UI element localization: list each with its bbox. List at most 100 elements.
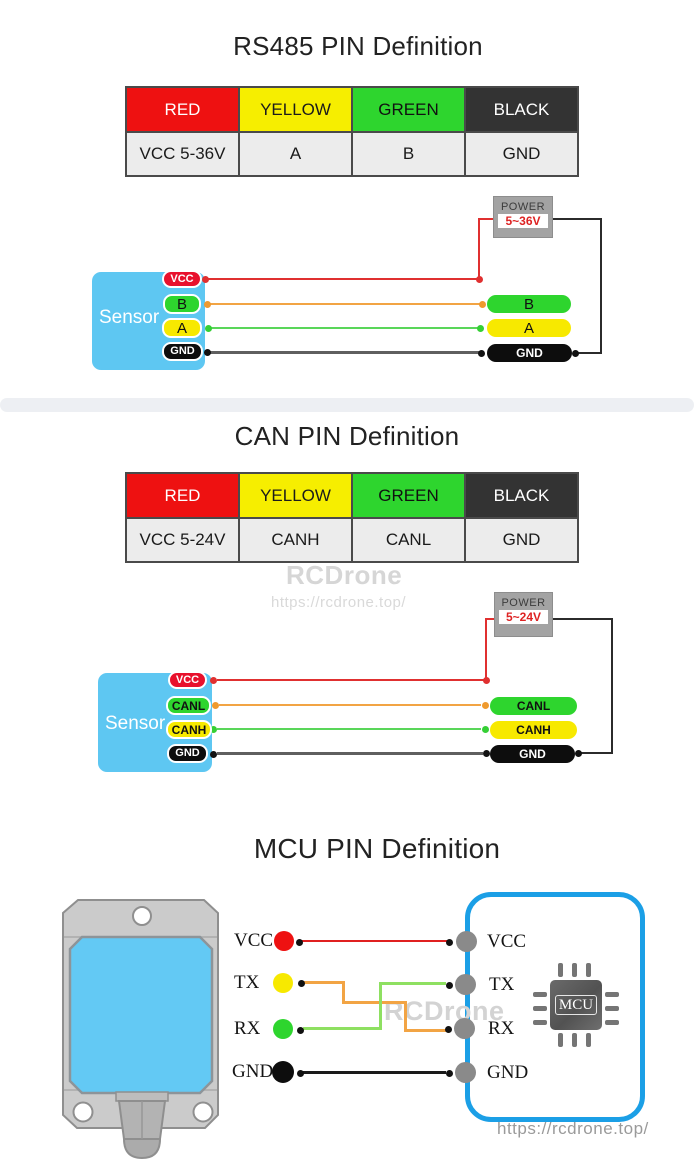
power-voltage: 5~24V (499, 610, 548, 624)
gnd-terminal (272, 1061, 294, 1083)
dot (297, 979, 305, 987)
wire-canh (217, 728, 481, 730)
wire-power-return (581, 752, 611, 754)
dot (295, 938, 303, 946)
wire-power-return (553, 218, 602, 220)
dot (445, 981, 453, 989)
dot (201, 275, 209, 283)
pin-b: B (163, 294, 201, 314)
rs485-header-red: RED (125, 86, 240, 133)
wire-power-return (600, 218, 602, 354)
can-header-green: GREEN (351, 472, 466, 519)
chip-pin (605, 1006, 619, 1011)
can-value-vcc: VCC 5-24V (125, 517, 240, 563)
dot (574, 749, 582, 757)
wire-vcc (207, 278, 480, 280)
wire-vcc (217, 679, 487, 681)
dot (481, 701, 489, 709)
mcu-sensor-pin-rx: RX (234, 1018, 261, 1039)
mcu-board-pin-rx: RX (488, 1018, 515, 1039)
section-divider (0, 398, 694, 412)
mcu-chip: MCU (550, 980, 602, 1030)
mount-hole (72, 1101, 94, 1123)
connector-canh: CANH (490, 721, 577, 739)
can-value-gnd: GND (464, 517, 579, 563)
wire-canl (219, 704, 481, 706)
connector-canl: CANL (490, 697, 577, 715)
can-title: CAN PIN Definition (234, 421, 460, 451)
can-value-canh: CANH (238, 517, 353, 563)
can-pin-table: RED YELLOW GREEN BLACK VCC 5-24V CANH CA… (125, 472, 579, 563)
rs485-title: RS485 PIN Definition (233, 31, 483, 61)
dot (482, 676, 490, 684)
mount-hole (132, 906, 152, 926)
mount-hole (192, 1101, 214, 1123)
dot (209, 750, 217, 758)
power-box-can: POWER 5~24V (494, 592, 553, 637)
wire-rx-to-tx (379, 982, 382, 1030)
wire-vcc (485, 618, 487, 680)
dot (478, 300, 486, 308)
rs485-value-gnd: GND (464, 131, 579, 177)
dot (211, 701, 219, 709)
mcu-sensor-pin-tx: TX (234, 972, 260, 993)
chip-pin (558, 963, 563, 977)
dot (209, 676, 217, 684)
mcu-title: MCU PIN Definition (253, 833, 501, 864)
connector-b: B (487, 295, 571, 313)
pin-gnd: GND (162, 342, 203, 361)
mcu-sensor-pin-vcc: VCC (234, 930, 274, 951)
rs485-header-green: GREEN (351, 86, 466, 133)
wire-tx-to-rx (342, 981, 345, 1004)
dot (296, 1026, 304, 1034)
rs485-value-b: B (351, 131, 466, 177)
connector-gnd: GND (487, 344, 572, 362)
pin-canl: CANL (166, 696, 211, 715)
chip-pin (586, 1033, 591, 1047)
rs485-header-black: BLACK (464, 86, 579, 133)
dot (476, 324, 484, 332)
tx-terminal (273, 973, 293, 993)
dot (204, 324, 212, 332)
wire-a (210, 327, 478, 329)
mcu-board-pin-gnd: GND (487, 1062, 529, 1083)
can-header-black: BLACK (464, 472, 579, 519)
wire-power-return (577, 352, 602, 354)
cable-gland (122, 1138, 162, 1160)
mcu-sensor-pin-gnd: GND (232, 1061, 274, 1082)
wire-gnd (303, 1071, 446, 1074)
watermark-url: https://rcdrone.top/ (271, 594, 407, 611)
wire-vcc (302, 940, 448, 942)
chip-pin (572, 963, 577, 977)
rx-terminal (273, 1019, 293, 1039)
power-label: POWER (500, 201, 546, 213)
pin-vcc: VCC (162, 270, 202, 288)
pin-canh: CANH (166, 720, 212, 739)
rs485-header-yellow: YELLOW (238, 86, 353, 133)
mcu-board-pin-vcc: VCC (487, 931, 527, 952)
chip-pin (572, 1033, 577, 1047)
dot (477, 349, 485, 357)
dot (445, 938, 453, 946)
wire-gnd (209, 351, 481, 354)
wire-rx-to-tx (303, 1027, 382, 1030)
wire-power-return (611, 618, 613, 754)
wire-tx-to-rx (404, 1029, 446, 1032)
dot (482, 749, 490, 757)
pin-a: A (162, 318, 202, 338)
wire-power-return (553, 618, 613, 620)
connector-a: A (487, 319, 571, 337)
wire-vcc (478, 218, 480, 280)
can-header-red: RED (125, 472, 240, 519)
pin-vcc: VCC (168, 671, 207, 689)
pin-gnd: GND (167, 744, 208, 763)
dot (296, 1069, 304, 1077)
dot (209, 725, 217, 733)
rs485-pin-table: RED YELLOW GREEN BLACK VCC 5-36V A B GND (125, 86, 579, 177)
power-voltage: 5~36V (498, 214, 548, 228)
connector-gnd: GND (490, 745, 575, 763)
wire-tx-to-rx (342, 1001, 407, 1004)
sensor-label: Sensor (105, 713, 166, 734)
sensor-label: Sensor (99, 307, 160, 328)
watermark-brand: RCDrone (286, 560, 403, 590)
